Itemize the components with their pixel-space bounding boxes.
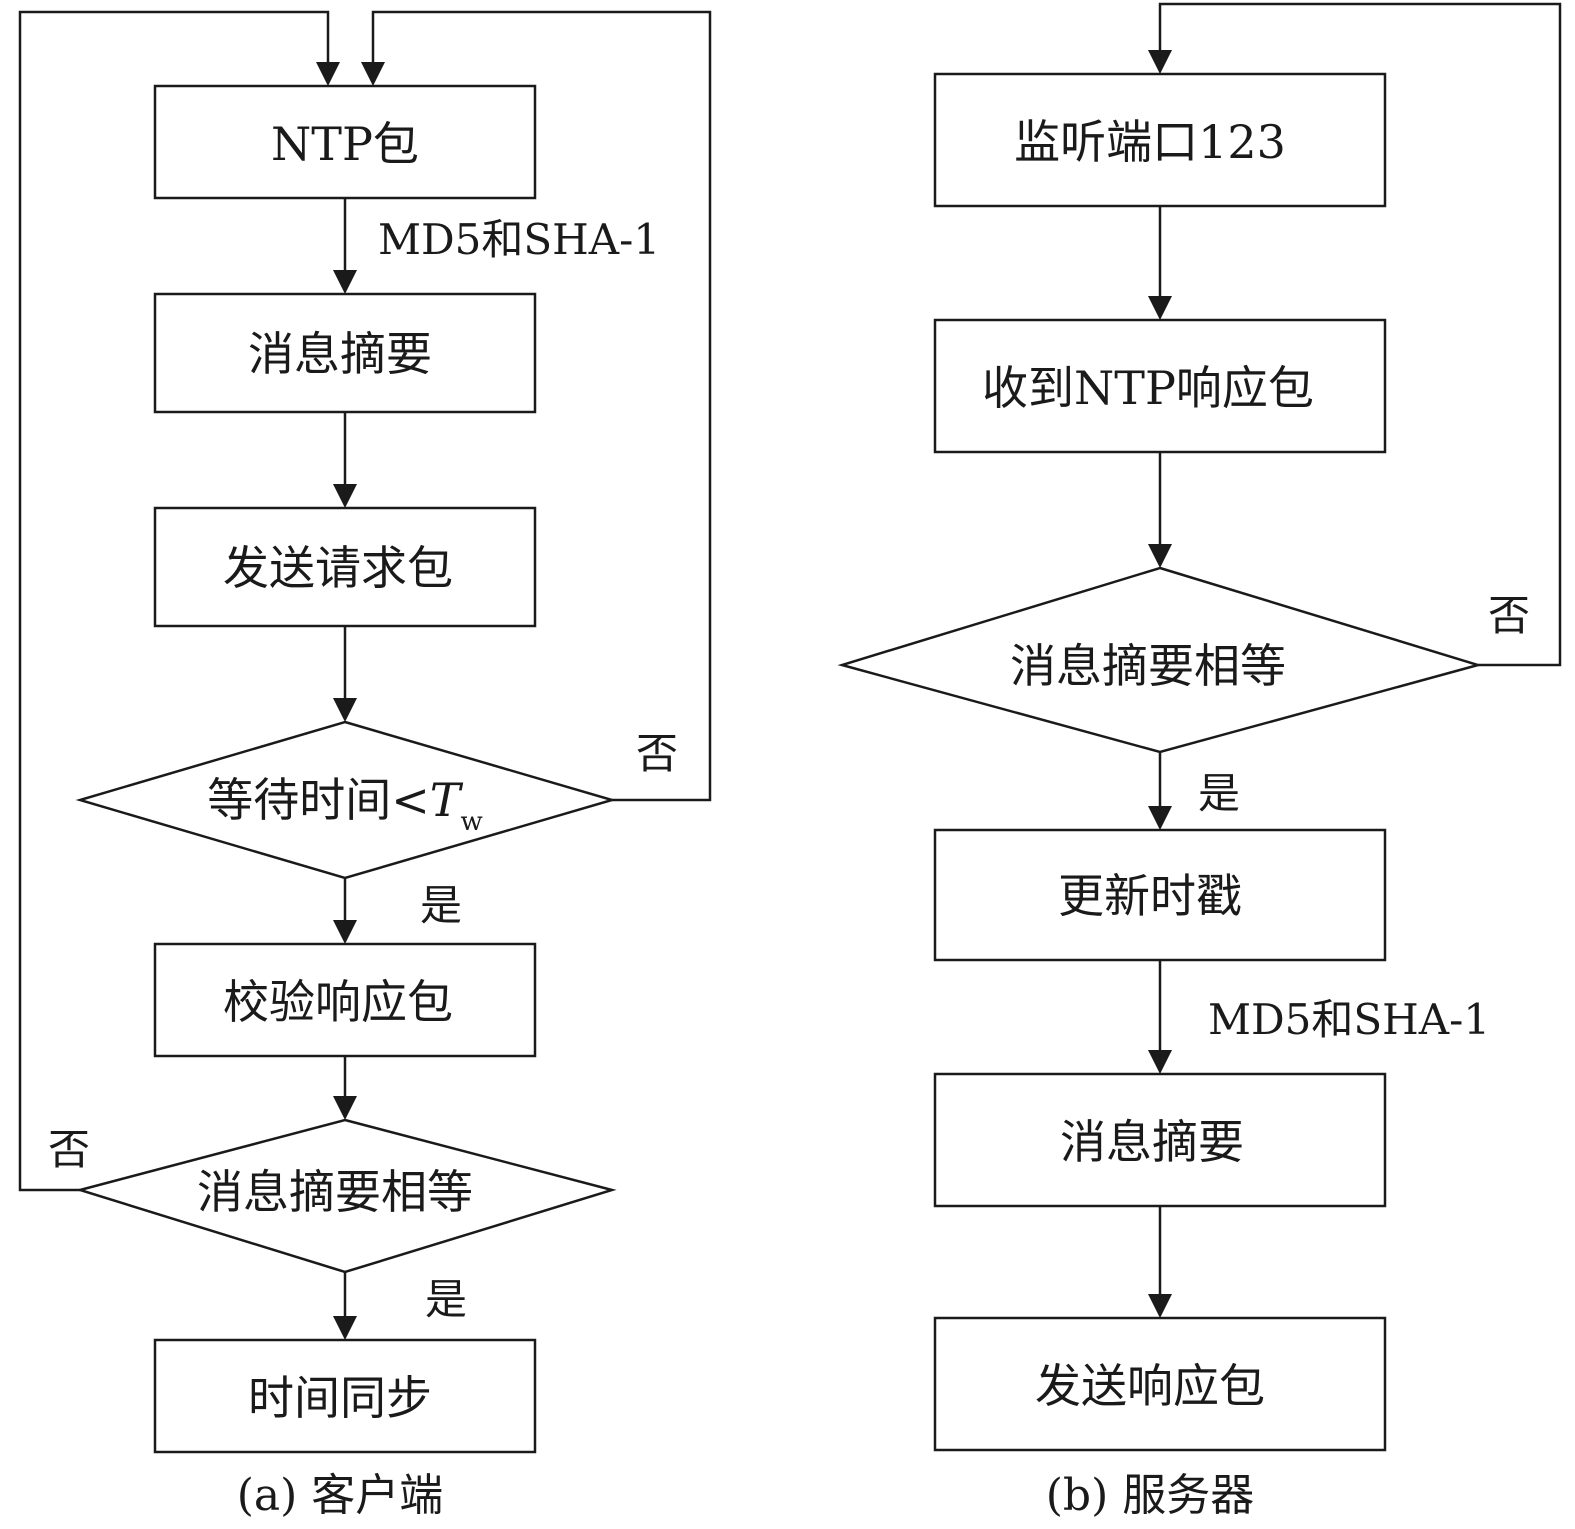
- client-caption: (a) 客户端: [237, 1470, 444, 1521]
- client-ntp-packet-box: [153, 84, 537, 200]
- client-wait-no-label: 否: [636, 729, 678, 778]
- server-arrowhead: [1148, 544, 1172, 568]
- server-receive-packet-box: [933, 318, 1387, 454]
- client-loop-wait-no: [371, 10, 712, 802]
- client-wait-time-sub: w: [460, 807, 482, 837]
- client-arrowhead: [361, 62, 385, 86]
- server-loop-digest-no: [1158, 2, 1562, 667]
- client-send-request-label: 发送请求包: [223, 541, 453, 595]
- server-flowchart: 监听端口123 收到NTP响应包 消息摘要相等 否 是 更新时戳 MD5和SHA…: [837, 2, 1562, 1521]
- client-ntp-packet-label: NTP包: [271, 117, 419, 171]
- client-digest-equal-label: 消息摘要相等: [197, 1165, 473, 1219]
- client-digest-yes-label: 是: [425, 1275, 467, 1324]
- server-digest-equal-label: 消息摘要相等: [1010, 639, 1286, 693]
- server-arrowhead: [1148, 50, 1172, 74]
- client-arrowhead: [333, 484, 357, 508]
- server-receive-packet-label: 收到NTP响应包: [982, 361, 1314, 415]
- server-digest-box: [933, 1072, 1387, 1208]
- client-wait-time-label: 等待时间<Tw: [207, 773, 483, 837]
- server-listen-port-label: 监听端口123: [1014, 115, 1286, 169]
- client-loop-digest-no: [18, 10, 330, 1192]
- client-flowchart: NTP包 MD5和SHA-1 消息摘要 发送请求包 等待时间<Tw 否 是 校验…: [18, 10, 712, 1521]
- server-digest-yes-label: 是: [1198, 769, 1240, 818]
- server-digest-label: 消息摘要: [1060, 1115, 1244, 1169]
- client-arrowhead: [333, 1316, 357, 1340]
- client-wait-time-var: T: [430, 773, 464, 827]
- client-wait-time-prefix: 等待时间<: [207, 773, 430, 827]
- client-digest-label: 消息摘要: [248, 327, 432, 381]
- client-wait-yes-label: 是: [420, 881, 462, 930]
- server-arrowhead: [1148, 806, 1172, 830]
- client-arrowhead: [333, 698, 357, 722]
- server-update-timestamp-label: 更新时戳: [1058, 869, 1242, 923]
- server-listen-port-box: [933, 72, 1387, 208]
- client-time-sync-box: [153, 1338, 537, 1454]
- server-arrowhead: [1148, 1050, 1172, 1074]
- server-send-response-label: 发送响应包: [1035, 1359, 1265, 1413]
- server-arrowhead: [1148, 296, 1172, 320]
- client-arrowhead: [316, 62, 340, 86]
- server-send-response-box: [933, 1316, 1387, 1452]
- client-send-request-box: [153, 506, 537, 628]
- client-hash-algos-label: MD5和SHA-1: [378, 215, 660, 264]
- client-arrowhead: [333, 920, 357, 944]
- server-hash-algos-label: MD5和SHA-1: [1208, 995, 1490, 1044]
- client-verify-response-box: [153, 942, 537, 1058]
- client-digest-box: [153, 292, 537, 414]
- client-digest-no-label: 否: [48, 1125, 90, 1174]
- client-arrowhead: [333, 1096, 357, 1120]
- server-caption: (b) 服务器: [1046, 1470, 1254, 1521]
- client-arrowhead: [333, 270, 357, 294]
- server-arrowhead: [1148, 1294, 1172, 1318]
- client-time-sync-label: 时间同步: [248, 1371, 432, 1425]
- server-digest-no-label: 否: [1488, 591, 1530, 640]
- client-verify-response-label: 校验响应包: [223, 975, 453, 1029]
